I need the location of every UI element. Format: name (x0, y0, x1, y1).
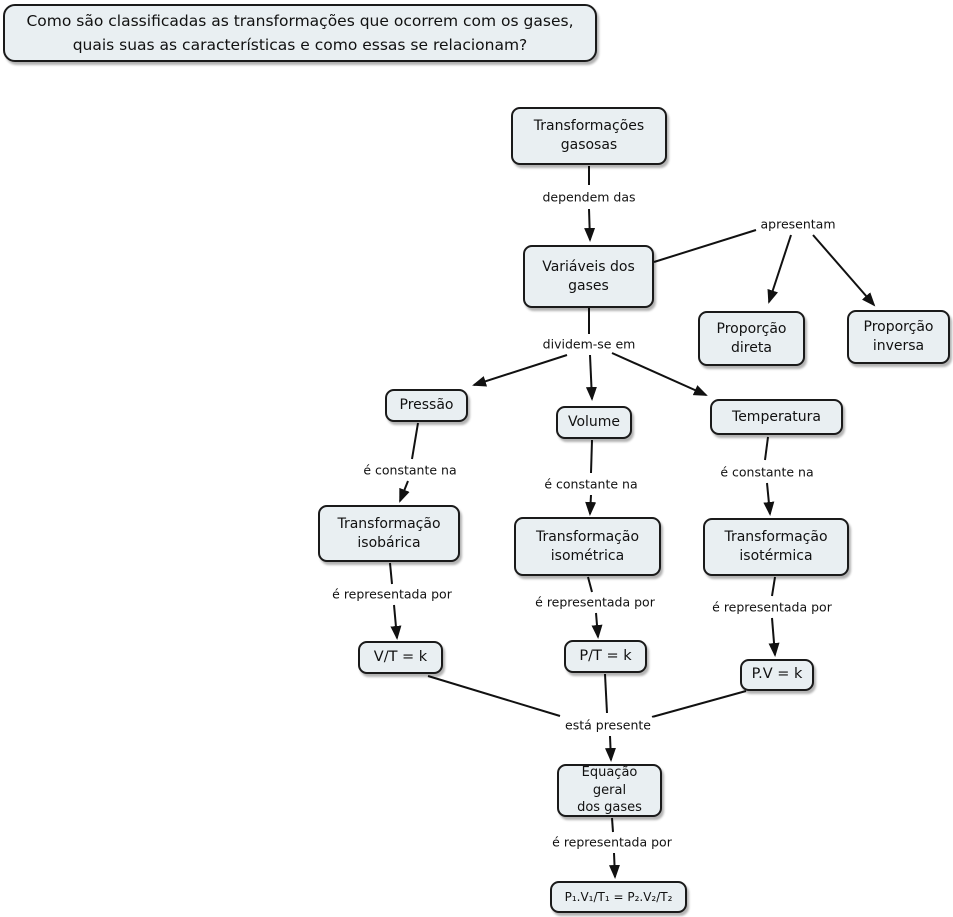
node-proporcao-inversa[interactable]: Proporção inversa (847, 310, 950, 364)
formula-isotermica-label: P.V = k (751, 666, 803, 683)
edge-repr2-to-ptk (591, 612, 603, 639)
edge-label-e-representada-por-4[interactable]: é representada por (549, 834, 675, 850)
formula-isometrica-label: P/T = k (579, 647, 632, 664)
volume-label: Volume (567, 414, 621, 431)
edge-equacao-to-repr4 (611, 817, 614, 833)
edge-label-e-representada-por-1[interactable]: é representada por (329, 586, 455, 602)
node-variaveis-dos-gases[interactable]: Variáveis dos gases (523, 245, 654, 308)
proporcao-direta-label: Proporção direta (716, 320, 787, 356)
edge-constante2-to-isometrica (585, 494, 597, 516)
formula-isobarica-label: V/T = k (373, 648, 428, 665)
node-question[interactable]: Como são classificadas as transformações… (3, 4, 597, 62)
edge-temperatura-to-constante3 (764, 436, 769, 461)
node-transformacoes-gasosas[interactable]: Transformações gasosas (511, 107, 667, 165)
edge-volume-to-constante2 (590, 439, 593, 474)
edge-label-e-representada-por-2[interactable]: é representada por (532, 594, 658, 610)
edge-dependem-to-variaveis (584, 208, 596, 242)
transformacao-isotermica-label: Transformação isotérmica (724, 529, 828, 564)
node-formula-isobarica[interactable]: V/T = k (358, 641, 443, 674)
edge-label-e-representada-por-3[interactable]: é representada por (709, 599, 835, 615)
node-temperatura[interactable]: Temperatura (710, 399, 843, 435)
edge-label-e-constante-na-1[interactable]: é constante na (360, 462, 460, 478)
formula-equacao-geral-label: P₁.V₁/T₁ = P₂.V₂/T₂ (564, 889, 673, 904)
node-volume[interactable]: Volume (556, 406, 632, 439)
node-formula-isotermica[interactable]: P.V = k (740, 659, 814, 691)
transformacao-isometrica-label: Transformação isométrica (535, 528, 640, 564)
question-label: Como são classificadas as transformações… (26, 11, 574, 54)
node-equacao-geral[interactable]: Equação geral dos gases (557, 764, 662, 817)
edge-repr3-to-pvk (768, 617, 780, 657)
edge-label-esta-presente[interactable]: está presente (562, 717, 654, 733)
edge-repr1-to-vtk (390, 604, 402, 640)
edge-pvk-to-estapresente (651, 690, 747, 718)
equacao-geral-label: Equação geral dos gases (577, 765, 642, 816)
edge-dividem-to-temperatura (611, 352, 708, 396)
edge-isometrica-to-repr2 (587, 576, 593, 593)
transformacao-isobarica-label: Transformação isobárica (337, 515, 441, 551)
edge-isotermica-to-repr3 (771, 576, 776, 597)
edge-label-e-constante-na-2[interactable]: é constante na (541, 476, 641, 492)
edge-dividem-to-pressao (472, 354, 568, 387)
transformacoes-gasosas-label: Transformações gasosas (533, 118, 645, 153)
node-formula-isometrica[interactable]: P/T = k (564, 640, 647, 673)
edge-constante3-to-isotermica (763, 482, 775, 516)
edge-vtk-to-estapresente (427, 675, 561, 717)
edge-label-dependem-das[interactable]: dependem das (539, 189, 639, 205)
edge-variaveis-to-apresentam (653, 229, 757, 263)
edge-label-apresentam[interactable]: apresentam (757, 216, 839, 232)
node-formula-equacao-geral[interactable]: P₁.V₁/T₁ = P₂.V₂/T₂ (550, 881, 687, 913)
proporcao-inversa-label: Proporção inversa (863, 319, 934, 354)
edge-pressao-to-constante1 (411, 422, 419, 460)
edge-dividem-to-volume (585, 354, 597, 401)
edge-apresentam-to-inversa (812, 234, 876, 307)
node-transformacao-isobarica[interactable]: Transformação isobárica (318, 505, 460, 562)
edge-apresentam-to-direta (767, 234, 792, 304)
temperatura-label: Temperatura (732, 408, 821, 425)
node-transformacao-isotermica[interactable]: Transformação isotérmica (703, 518, 849, 576)
edge-constante1-to-isobarica (399, 480, 410, 503)
pressao-label: Pressão (399, 397, 454, 414)
edge-label-dividem-se-em[interactable]: dividem-se em (539, 336, 639, 352)
variaveis-dos-gases-label: Variáveis dos gases (542, 258, 635, 294)
edge-repr4-to-formulageral (609, 852, 620, 879)
node-transformacao-isometrica[interactable]: Transformação isométrica (514, 517, 661, 576)
node-proporcao-direta[interactable]: Proporção direta (698, 311, 805, 366)
edge-ptk-to-estapresente (604, 673, 608, 714)
edge-estapresente-to-equacao (605, 735, 616, 762)
edge-isobarica-to-repr1 (389, 562, 393, 585)
edge-label-e-constante-na-3[interactable]: é constante na (717, 464, 817, 480)
node-pressao[interactable]: Pressão (385, 389, 468, 422)
